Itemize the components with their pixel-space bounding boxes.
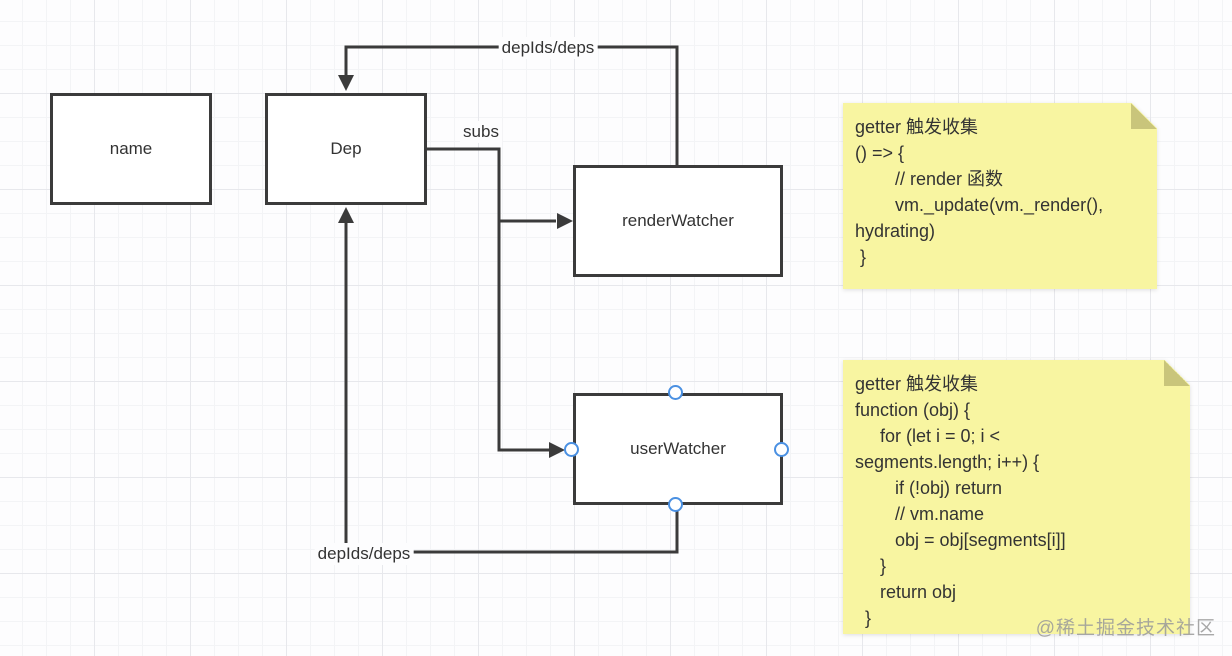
node-dep[interactable]: Dep: [265, 93, 427, 205]
note-fold-corner-icon: [1164, 360, 1190, 386]
note-render-getter-text: getter 触发收集 () => { // render 函数 vm._upd…: [855, 117, 1104, 267]
userwatcher-handle-left[interactable]: [564, 442, 579, 457]
arrowhead-dep-bottom: [338, 207, 354, 223]
arrowhead-dep-top: [338, 75, 354, 91]
arrowhead-renderwatcher: [557, 213, 573, 229]
node-dep-label: Dep: [330, 139, 362, 158]
edge-subs-to-userwatcher[interactable]: [427, 147, 549, 452]
note-user-getter-text: getter 触发收集 function (obj) { for (let i …: [855, 374, 1066, 628]
userwatcher-handle-bottom[interactable]: [668, 497, 683, 512]
sticky-note-render-getter[interactable]: getter 触发收集 () => { // render 函数 vm._upd…: [843, 103, 1157, 289]
arrowhead-userwatcher: [549, 442, 565, 458]
note-fold-corner-icon: [1131, 103, 1157, 129]
edge-label-depids-top[interactable]: depIds/deps: [498, 37, 598, 59]
node-name-label: name: [109, 139, 153, 158]
watermark: @稀土掘金技术社区: [1035, 618, 1216, 639]
node-user-watcher-label: userWatcher: [630, 439, 726, 458]
node-render-watcher[interactable]: renderWatcher: [573, 165, 783, 277]
userwatcher-handle-right[interactable]: [774, 442, 789, 457]
node-render-watcher-label: renderWatcher: [622, 211, 734, 230]
edge-userwatcher-to-dep[interactable]: [344, 223, 679, 554]
sticky-note-user-getter[interactable]: getter 触发收集 function (obj) { for (let i …: [843, 360, 1190, 634]
node-name[interactable]: name: [50, 93, 212, 205]
node-user-watcher[interactable]: userWatcher: [573, 393, 783, 505]
edge-label-depids-bottom[interactable]: depIds/deps: [314, 543, 414, 565]
userwatcher-handle-top[interactable]: [668, 385, 683, 400]
edge-label-subs[interactable]: subs: [460, 121, 502, 143]
